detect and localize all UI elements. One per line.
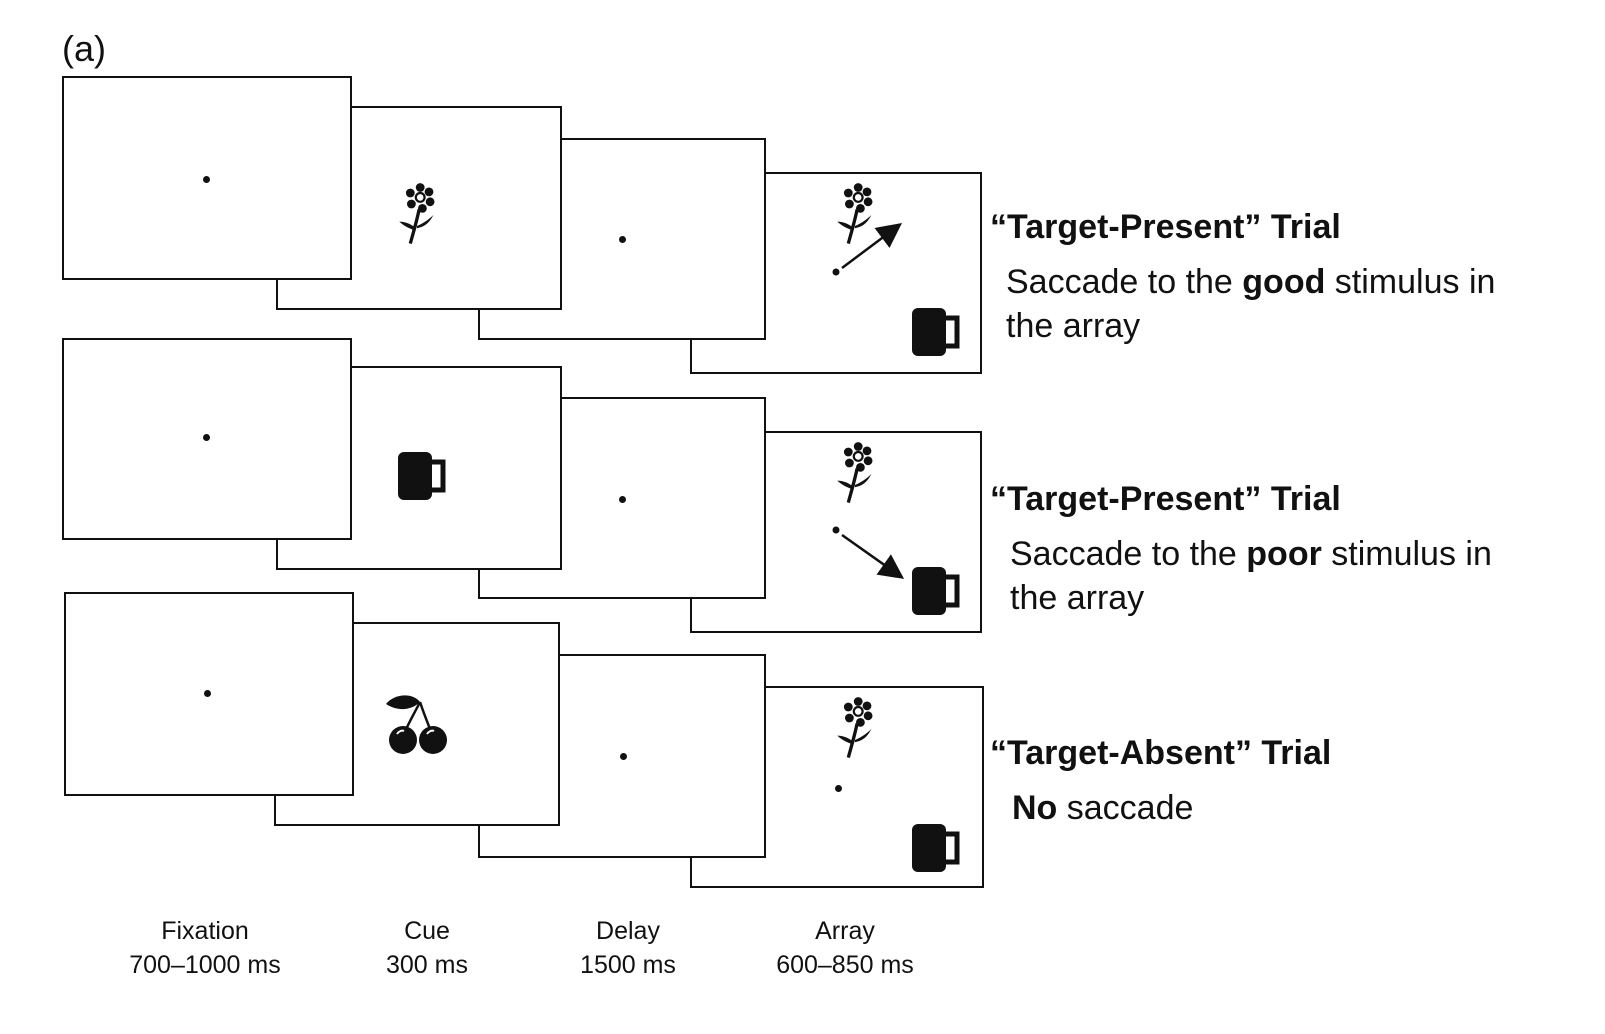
row-1-fixation-screen — [62, 76, 352, 280]
emphasis: poor — [1246, 535, 1322, 573]
trial-description: Saccade to the poor stimulus in the arra… — [1010, 535, 1492, 617]
trial-title: “Target-Present” Trial — [990, 208, 1341, 246]
fixation-dot — [835, 785, 842, 792]
fixation-dot — [619, 496, 626, 503]
saccade-arrow-down — [841, 533, 905, 579]
fixation-dot — [203, 176, 210, 183]
trial-description: Saccade to the good stimulus in the arra… — [1006, 263, 1496, 345]
saccade-arrow-up — [841, 223, 902, 269]
fixation-dot — [619, 236, 626, 243]
emphasis: good — [1242, 263, 1326, 301]
fixation-dot — [620, 753, 627, 760]
panel-label: (a) — [62, 28, 106, 69]
row-3-fixation-screen — [64, 592, 354, 796]
emphasis: No — [1012, 789, 1058, 827]
array-fixation-dot — [832, 268, 840, 276]
row-2-fixation-screen — [62, 338, 352, 540]
array-fixation-dot — [832, 526, 840, 534]
fixation-dot — [204, 690, 211, 697]
fixation-dot — [203, 434, 210, 441]
trial-title: “Target-Absent” Trial — [990, 734, 1332, 772]
trial-description: No saccade — [1012, 789, 1194, 827]
trial-title: “Target-Present” Trial — [990, 480, 1341, 518]
